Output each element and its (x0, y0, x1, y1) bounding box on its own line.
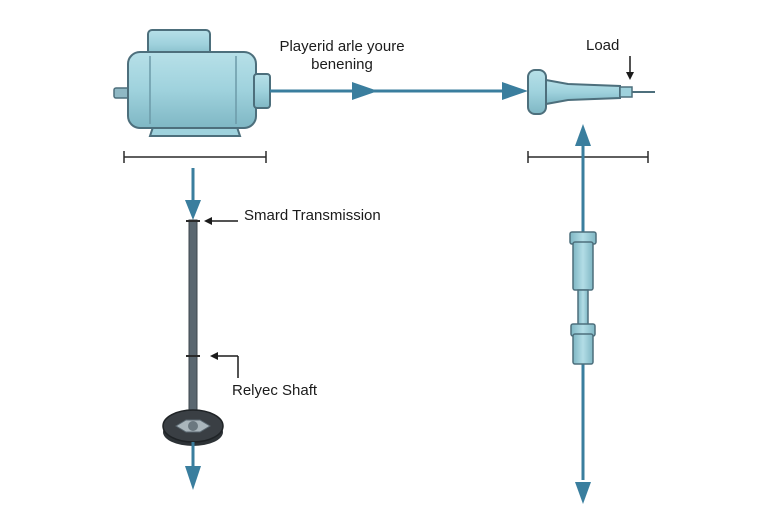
load-label: Load (586, 37, 620, 54)
inline-coupling (569, 231, 597, 365)
transmission-leader (204, 217, 238, 225)
power-flow-arrow (270, 82, 528, 100)
load-shaft-assembly (527, 69, 655, 115)
shaft-leader (210, 352, 239, 378)
motor-base-dimension (123, 151, 267, 163)
coupling-disc (162, 409, 224, 490)
load-base-dimension (527, 151, 649, 163)
flow-label-line1: Playerid arle youre (279, 38, 405, 55)
load-pointer-arrow (626, 56, 634, 80)
transmission-label: Smard Transmission (244, 207, 381, 224)
electric-motor (113, 29, 271, 137)
flow-label: Playerid arle youre benening (272, 38, 412, 74)
shaft-label: Relyec Shaft (232, 382, 318, 399)
flow-label-line2: benening (311, 56, 373, 73)
transmission-drive-line (185, 168, 201, 417)
right-drive-line (569, 124, 597, 504)
